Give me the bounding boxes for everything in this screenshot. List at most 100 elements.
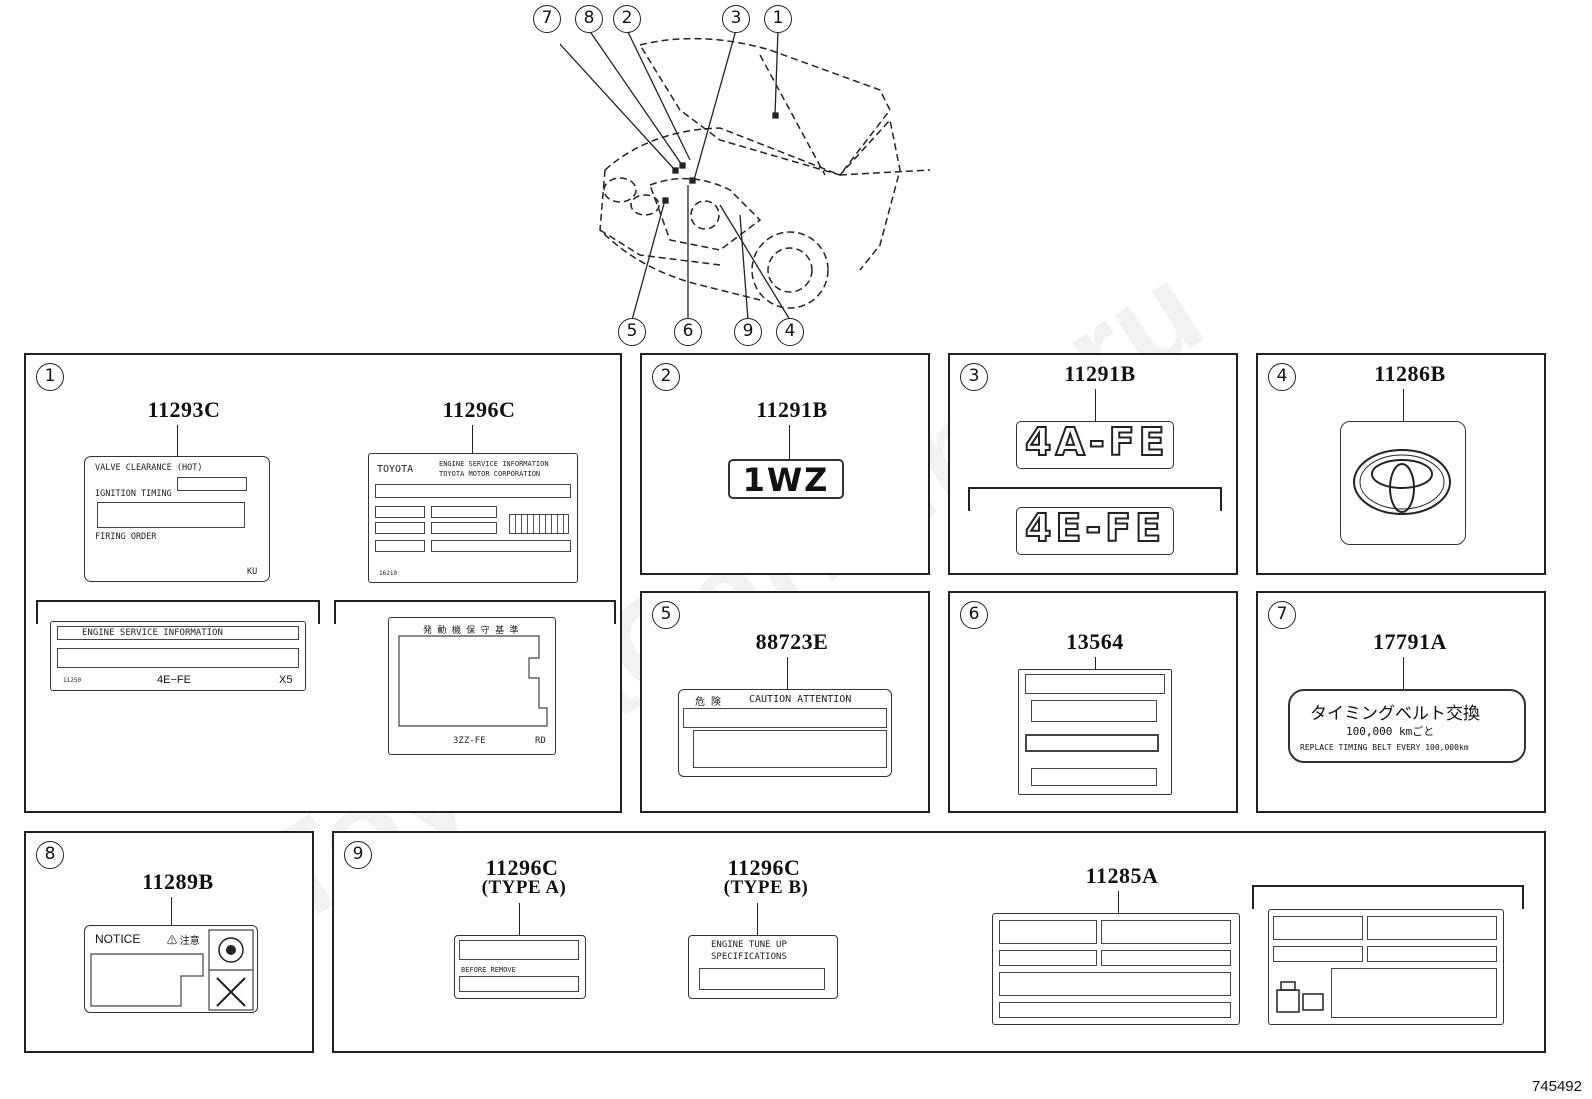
label-brand: TOYOTA: [377, 464, 414, 475]
value-box: [375, 522, 425, 534]
notice-frame: [90, 929, 254, 1011]
leader-line: [472, 425, 473, 453]
value-box: [1031, 768, 1157, 786]
label-11285a-left: [992, 913, 1240, 1025]
value-box: [1025, 674, 1165, 694]
value-box: [1101, 950, 1231, 966]
part-number: 17791A: [1373, 629, 1447, 654]
callout-9: 9: [734, 318, 762, 346]
value-box: [459, 940, 579, 960]
callout-8: 8: [575, 5, 603, 33]
part-number: 11293C: [147, 397, 221, 422]
panel-badge: 6: [960, 601, 988, 629]
panel-7: 7 17791A タイミングベルト交換 100,000 kmごと REPLACE…: [1256, 591, 1546, 813]
label-type-a: BEFORE REMOVE: [454, 935, 586, 999]
emblem-text: 4E-FE: [1024, 505, 1166, 551]
leader-line: [1095, 389, 1096, 421]
leader-line: [1118, 891, 1119, 913]
timing-belt-label: タイミングベルト交換 100,000 kmごと REPLACE TIMING B…: [1288, 689, 1526, 763]
panel-1: 1 11293C VALVE CLEARANCE (HOT) IGNITION …: [24, 353, 622, 813]
timing-jp: タイミングベルト交換: [1310, 704, 1480, 724]
label-code: 11250: [63, 677, 82, 684]
panel-badge: 9: [344, 841, 372, 869]
value-box: [1273, 916, 1363, 940]
value-box: [375, 506, 425, 518]
label-text: VALVE CLEARANCE (HOT): [95, 463, 203, 473]
caution-label: 危 険 CAUTION ATTENTION: [678, 689, 892, 777]
label-text: ENGINE TUNE UP: [711, 940, 787, 950]
callout-2: 2: [613, 5, 641, 33]
emblem-1wz: 1WZ: [728, 459, 844, 499]
text-area: [683, 708, 887, 728]
label-engine: 3ZZ-FE: [453, 736, 486, 746]
label-11285a-right: [1268, 909, 1504, 1025]
label-text: BEFORE REMOVE: [461, 966, 516, 974]
panel-badge: 5: [652, 601, 680, 629]
panel-badge: 3: [960, 363, 988, 391]
label-engine-service: ENGINE SERVICE INFORMATION 11250 4E−FE X…: [50, 621, 306, 691]
label-text: IGNITION TIMING: [95, 489, 172, 499]
callout-5: 5: [618, 318, 646, 346]
panel-badge: 4: [1268, 363, 1296, 391]
value-box: [1273, 946, 1363, 962]
part-number: 11296C: [727, 855, 801, 880]
variant-bracket: [36, 600, 320, 624]
label-jp-standard: 発 動 機 保 守 基 準 3ZZ-FE RD: [388, 617, 556, 755]
part-number: 11296C: [442, 397, 516, 422]
value-box: [57, 648, 299, 668]
toyota-logo-icon: [1353, 449, 1451, 515]
panel-5: 5 88723E 危 険 CAUTION ATTENTION: [640, 591, 930, 813]
notice-label: NOTICE ⚠ 注意: [84, 925, 258, 1013]
value-box: [1367, 946, 1497, 962]
value-box: [375, 540, 425, 552]
timing-en: REPLACE TIMING BELT EVERY 100,000km: [1300, 743, 1469, 752]
value-box: [375, 484, 571, 498]
panel-6: 6 13564: [948, 591, 1238, 813]
value-box: [431, 540, 571, 552]
leader-line: [519, 903, 520, 935]
value-box: [1025, 734, 1159, 752]
variant-bracket: [334, 600, 616, 624]
value-box: [1031, 700, 1157, 722]
panel-9: 9 11296C (TYPE A) BEFORE REMOVE 11296C (…: [332, 831, 1546, 1053]
diagram-id: 745492: [1531, 1078, 1582, 1095]
part-type: (TYPE A): [481, 877, 567, 898]
label-text: SPECIFICATIONS: [711, 952, 787, 962]
label-title: 発 動 機 保 守 基 準: [423, 626, 519, 636]
leader-line: [171, 897, 172, 925]
label-text: TOYOTA MOTOR CORPORATION: [439, 470, 541, 478]
value-box: [177, 477, 247, 491]
panel-2: 2 11291B 1WZ: [640, 353, 930, 575]
emblem-text: 1WZ: [742, 461, 830, 499]
value-box: [999, 1002, 1231, 1018]
panel-badge: 7: [1268, 601, 1296, 629]
leader-line: [789, 425, 790, 459]
label-text: FIRING ORDER: [95, 532, 157, 542]
emblem-text: 4A-FE: [1024, 419, 1169, 465]
part-number: 11285A: [1085, 863, 1159, 888]
grid-box: [509, 514, 569, 534]
panel-8: 8 11289B NOTICE ⚠ 注意: [24, 831, 314, 1053]
caution-title: CAUTION ATTENTION: [749, 694, 852, 705]
part-number: 11291B: [1064, 361, 1136, 386]
value-box: [431, 522, 497, 534]
callout-6: 6: [674, 318, 702, 346]
emblem-4efe: 4E-FE: [1016, 505, 1174, 555]
title-box: ENGINE SERVICE INFORMATION: [57, 626, 299, 640]
callout-3: 3: [722, 5, 750, 33]
leader-line: [1403, 389, 1404, 421]
value-box: [999, 950, 1097, 966]
car-illustration: [560, 29, 931, 321]
leader-line: [787, 657, 788, 689]
value-box: [999, 972, 1231, 996]
value-box: [699, 968, 825, 990]
label-text: ENGINE SERVICE INFORMATION: [439, 460, 549, 468]
callout-7: 7: [533, 5, 561, 33]
panel-badge: 1: [36, 363, 64, 391]
notice-jp: ⚠ 注意: [167, 936, 200, 947]
part-number: 88723E: [755, 629, 829, 654]
battery-icon: [1276, 981, 1324, 1013]
inner-frame: [398, 635, 548, 727]
value-box: [97, 502, 245, 528]
label-type-b: ENGINE TUNE UP SPECIFICATIONS: [688, 935, 838, 999]
